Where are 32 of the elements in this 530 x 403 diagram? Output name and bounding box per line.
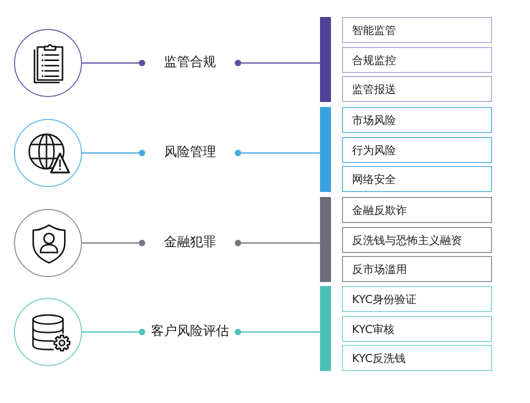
item-box: 金融反欺诈 <box>342 197 492 223</box>
category-label: 监管合规 <box>164 55 216 71</box>
icon-circle <box>14 209 82 277</box>
category-label: 客户风险评估 <box>151 324 229 340</box>
item-box: 合规监控 <box>342 47 492 73</box>
item-box: KYC身份验证 <box>342 286 492 312</box>
connector-line <box>234 60 320 66</box>
color-bar <box>320 17 331 102</box>
connector-line <box>82 60 146 66</box>
connector-line <box>234 240 320 246</box>
item-box: 智能监管 <box>342 17 492 43</box>
connector-line <box>234 150 320 156</box>
connector-line <box>82 240 146 246</box>
color-bar <box>320 107 331 192</box>
item-box: 反洗钱与恐怖主义融资 <box>342 227 492 253</box>
item-box: 监管报送 <box>342 76 492 102</box>
color-bar <box>320 286 331 371</box>
item-box: 市场风险 <box>342 107 492 133</box>
connector-line <box>82 150 146 156</box>
item-box: KYC反洗钱 <box>342 345 492 371</box>
item-box: 网络安全 <box>342 166 492 192</box>
item-box: KYC审核 <box>342 316 492 342</box>
icon-circle <box>14 119 82 187</box>
item-box: 行为风险 <box>342 137 492 163</box>
item-box: 反市场滥用 <box>342 256 492 282</box>
connector-line <box>82 328 146 336</box>
category-label: 金融犯罪 <box>164 235 216 251</box>
connector-line <box>234 328 320 336</box>
category-label: 风险管理 <box>164 145 216 161</box>
icon-circle <box>14 298 82 366</box>
color-bar <box>320 197 331 282</box>
icon-circle <box>14 29 82 97</box>
